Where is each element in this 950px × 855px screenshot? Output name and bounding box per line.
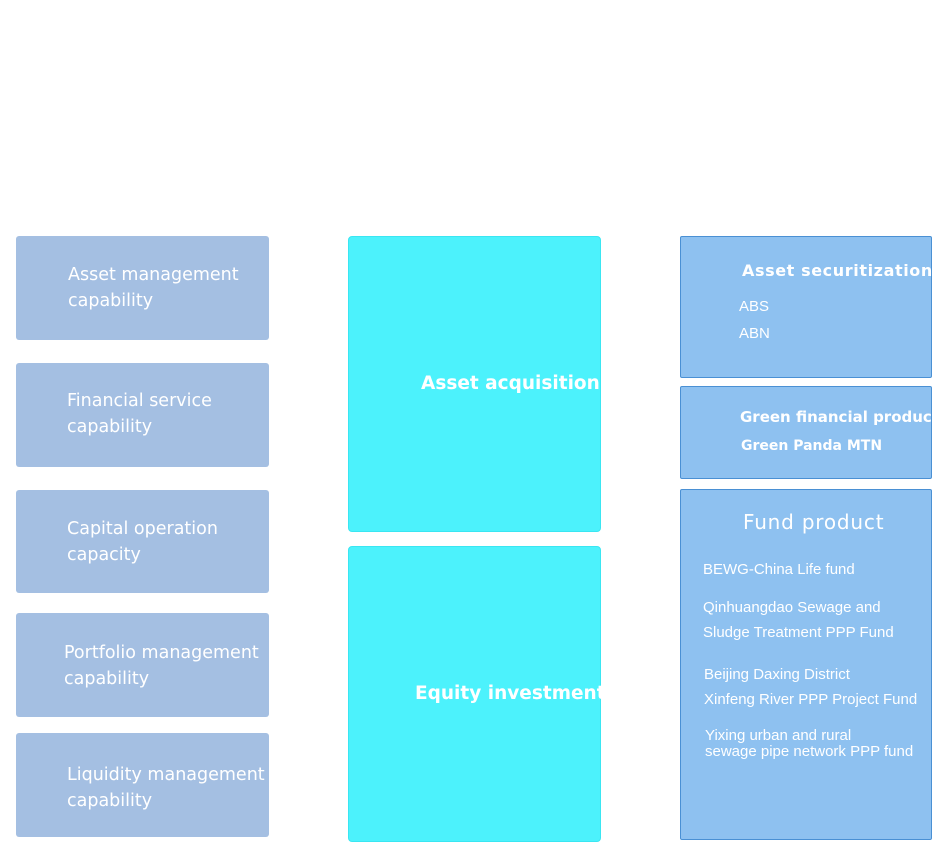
fund-item-line2: sewage pipe network PPP fund — [705, 743, 914, 760]
green-panda-mtn-item: Green Panda MTN — [741, 438, 883, 454]
fund-item-line1: Beijing Daxing District — [704, 666, 850, 683]
capability-label-line1: Liquidity management — [67, 765, 265, 785]
fund-product-box: Fund product BEWG-China Life fund Qinhua… — [680, 489, 932, 840]
capability-label-line2: capability — [67, 791, 153, 811]
capability-label-line2: capability — [64, 669, 150, 689]
asset-securitization-box: Asset securitization ABS ABN — [680, 236, 932, 378]
asset-securitization-title: Asset securitization — [742, 261, 933, 280]
capability-box-asset-management: Asset management capability — [16, 236, 269, 340]
fund-item-line1: Yixing urban and rural — [705, 727, 852, 744]
equity-investment-box: Equity investment — [348, 546, 606, 842]
asset-acquisition-box: Asset acquisition — [348, 236, 601, 532]
capability-label-line1: Financial service — [67, 391, 212, 411]
capability-box-capital-operation: Capital operation capacity — [16, 490, 269, 593]
green-financial-products-title: Green financial products — [740, 408, 948, 426]
capability-label-line1: Asset management — [68, 265, 239, 285]
capability-label-line2: capacity — [67, 545, 141, 565]
fund-item-line1: Qinhuangdao Sewage and — [703, 599, 881, 616]
fund-item: Yixing urban and rural sewage pipe netwo… — [705, 728, 913, 760]
capability-label-line1: Capital operation — [67, 519, 218, 539]
capability-label: Financial service capability — [67, 388, 212, 440]
capability-label-line1: Portfolio management — [64, 643, 259, 663]
fund-item-line1: BEWG-China Life fund — [703, 561, 855, 578]
capability-label: Portfolio management capability — [64, 640, 259, 692]
green-financial-products-box: Green financial products Green Panda MTN — [680, 386, 948, 479]
fund-item-line2: Xinfeng River PPP Project Fund — [704, 691, 918, 708]
fund-product-title: Fund product — [743, 510, 885, 534]
asset-acquisition-label: Asset acquisition — [421, 373, 600, 394]
capability-label: Asset management capability — [68, 262, 239, 314]
fund-item-line2: Sludge Treatment PPP Fund — [703, 624, 894, 641]
capability-box-portfolio-management: Portfolio management capability — [16, 613, 269, 717]
capability-label-line2: capability — [67, 417, 153, 437]
securitization-item-abn: ABN — [739, 325, 770, 342]
fund-item: Beijing Daxing District Xinfeng River PP… — [704, 662, 917, 712]
equity-investment-label: Equity investment — [415, 683, 606, 704]
fund-item: Qinhuangdao Sewage and Sludge Treatment … — [703, 595, 894, 645]
capability-label-line2: capability — [68, 291, 154, 311]
capability-label: Capital operation capacity — [67, 516, 218, 568]
capability-box-financial-service: Financial service capability — [16, 363, 269, 467]
capability-box-liquidity-management: Liquidity management capability — [16, 733, 269, 837]
fund-item: BEWG-China Life fund — [703, 557, 855, 582]
capability-label: Liquidity management capability — [67, 762, 265, 814]
securitization-item-abs: ABS — [739, 298, 770, 315]
